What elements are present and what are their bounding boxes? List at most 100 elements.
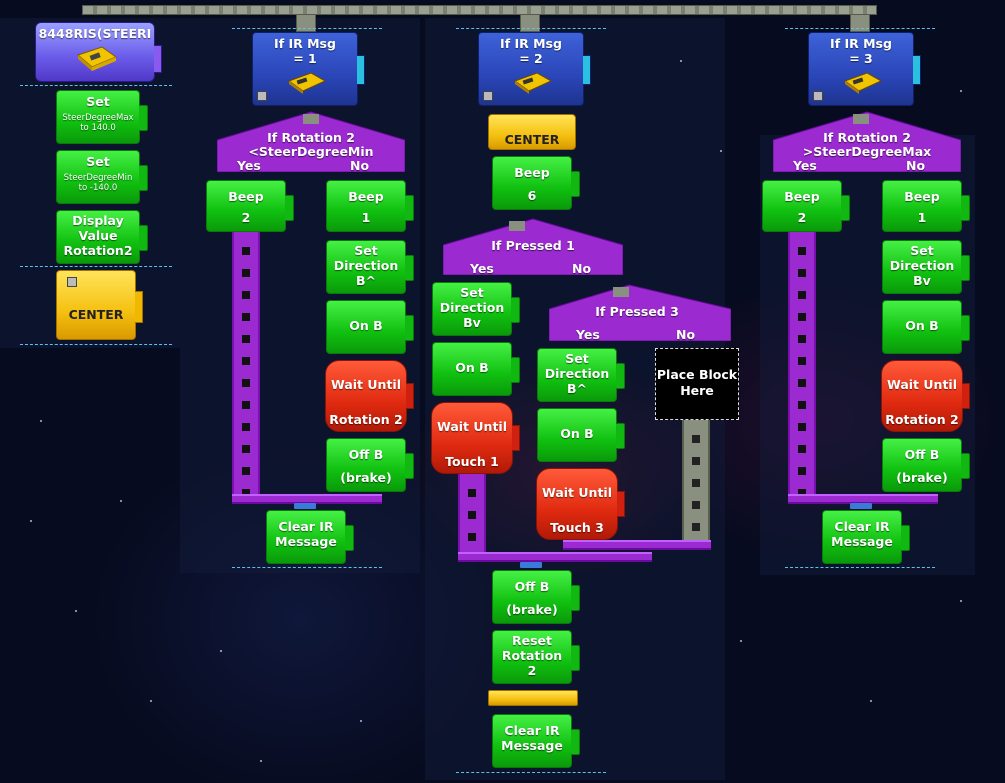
block-value: 2: [797, 210, 807, 225]
block-detail: to 140.0: [80, 123, 116, 133]
no-label: No: [572, 261, 592, 276]
wait-until-touch-3-block[interactable]: Wait Until Touch 3: [536, 468, 625, 540]
beep-1-block[interactable]: Beep 1: [882, 180, 970, 232]
decision-line: If Pressed 1: [491, 238, 575, 253]
rail-stem: [296, 14, 316, 32]
on-b-block[interactable]: On B: [537, 408, 625, 462]
off-b-brake-block[interactable]: Off B (brake): [882, 438, 970, 492]
block-line: Direction: [544, 366, 610, 381]
block-line: If IR Msg: [500, 36, 562, 51]
block-line: Direction: [333, 258, 399, 273]
if-rotation-max-decision[interactable]: [773, 110, 961, 172]
clear-ir-message-block[interactable]: Clear IR Message: [492, 714, 580, 768]
off-b-brake-block[interactable]: Off B (brake): [492, 570, 580, 624]
block-value: 1: [361, 210, 371, 225]
if-ir-msg-3-block[interactable]: If IR Msg = 3: [808, 32, 921, 106]
block-title: Beep: [514, 165, 550, 180]
star: [260, 760, 262, 762]
block-title: Beep: [904, 189, 940, 204]
block-line: Rotation 2: [885, 412, 959, 427]
block-line: (brake): [896, 470, 948, 485]
set-direction-up-block[interactable]: Set Direction B^: [537, 348, 625, 402]
join-beam: [458, 552, 652, 562]
block-line: Clear IR: [504, 723, 560, 738]
join-beam: [563, 540, 711, 550]
block-line: Wait Until: [887, 377, 957, 392]
on-b-block[interactable]: On B: [326, 300, 414, 354]
yes-beam: [458, 474, 486, 556]
block-line: Rotation: [501, 648, 563, 663]
on-b-block[interactable]: On B: [882, 300, 970, 354]
reset-rotation-block[interactable]: Reset Rotation 2: [492, 630, 580, 684]
set-steer-min-block[interactable]: Set SteerDegreeMin to -140.0: [56, 150, 148, 204]
block-line: Value: [78, 228, 118, 243]
block-line: Message: [275, 534, 337, 549]
block-line: Clear IR: [834, 519, 890, 534]
if-rotation-min-decision[interactable]: [217, 110, 405, 172]
program-title-block[interactable]: 8448RIS(STEERI: [35, 22, 162, 82]
set-direction-down-block[interactable]: Set Direction Bv: [432, 282, 520, 336]
decision-line: <SteerDegreeMin: [248, 144, 374, 159]
block-corner: [813, 91, 823, 101]
set-direction-down-block[interactable]: Set Direction Bv: [882, 240, 970, 294]
if-ir-msg-2-block[interactable]: If IR Msg = 2: [478, 32, 591, 106]
yes-label: Yes: [576, 327, 600, 342]
set-steer-max-block[interactable]: Set SteerDegreeMax to 140.0: [56, 90, 148, 144]
beep-6-block[interactable]: Beep 6: [492, 156, 580, 210]
block-line: Wait Until: [437, 419, 507, 434]
yes-beam: [788, 232, 816, 502]
ir-tower-icon: [843, 72, 883, 94]
if-ir-msg-1-block[interactable]: If IR Msg = 1: [252, 32, 365, 106]
wait-until-touch-1-block[interactable]: Wait Until Touch 1: [431, 402, 520, 474]
block-label: On B: [905, 318, 939, 333]
ir-tower-icon: [513, 72, 553, 94]
block-line: B^: [355, 273, 376, 288]
block-line: Direction: [439, 300, 505, 315]
wait-until-rotation-block[interactable]: Wait Until Rotation 2: [325, 360, 414, 432]
block-line: Rotation 2: [329, 412, 403, 427]
no-beam: [682, 420, 710, 542]
block-title: Beep: [228, 189, 264, 204]
rcx-brick-icon: [77, 46, 118, 71]
clear-ir-message-block[interactable]: Clear IR Message: [822, 510, 910, 564]
block-line: Message: [501, 738, 563, 753]
wait-until-rotation-block[interactable]: Wait Until Rotation 2: [881, 360, 970, 432]
on-b-block[interactable]: On B: [432, 342, 520, 396]
star: [30, 520, 32, 522]
place-block-here-slot[interactable]: Place Block Here: [655, 348, 739, 420]
beep-2-block[interactable]: Beep 2: [762, 180, 850, 232]
block-value: 2: [241, 210, 251, 225]
beep-2-block[interactable]: Beep 2: [206, 180, 294, 232]
display-value-block[interactable]: Display Value Rotation2: [56, 210, 148, 264]
clear-ir-message-block[interactable]: Clear IR Message: [266, 510, 354, 564]
block-line: Set: [354, 243, 378, 258]
connector: [850, 503, 872, 509]
block-line: If IR Msg: [830, 36, 892, 51]
if-pressed-1-decision[interactable]: [443, 217, 623, 275]
off-b-brake-block[interactable]: Off B (brake): [326, 438, 414, 492]
block-line: = 1: [293, 51, 317, 66]
set-direction-up-block[interactable]: Set Direction B^: [326, 240, 414, 294]
program-rail: [82, 5, 877, 15]
if-pressed-3-decision[interactable]: [549, 283, 731, 341]
block-title: Set: [86, 94, 110, 109]
block-line: (brake): [506, 602, 558, 617]
star: [960, 600, 962, 602]
block-line: Off B: [514, 579, 550, 594]
rail-stem: [850, 14, 870, 32]
block-line: (brake): [340, 470, 392, 485]
block-detail: to -140.0: [78, 183, 118, 193]
star: [75, 610, 77, 612]
block-title: Beep: [784, 189, 820, 204]
block-line: = 3: [849, 51, 873, 66]
center-subroutine-block[interactable]: CENTER: [56, 270, 143, 340]
yes-label: Yes: [793, 158, 817, 173]
yes-label: Yes: [470, 261, 494, 276]
beep-1-block[interactable]: Beep 1: [326, 180, 414, 232]
block-label: On B: [560, 426, 594, 441]
decision-line: If Rotation 2: [823, 130, 911, 145]
star: [870, 700, 872, 702]
center-call-block[interactable]: CENTER: [488, 114, 576, 150]
block-line: Bv: [463, 315, 481, 330]
no-label: No: [906, 158, 926, 173]
